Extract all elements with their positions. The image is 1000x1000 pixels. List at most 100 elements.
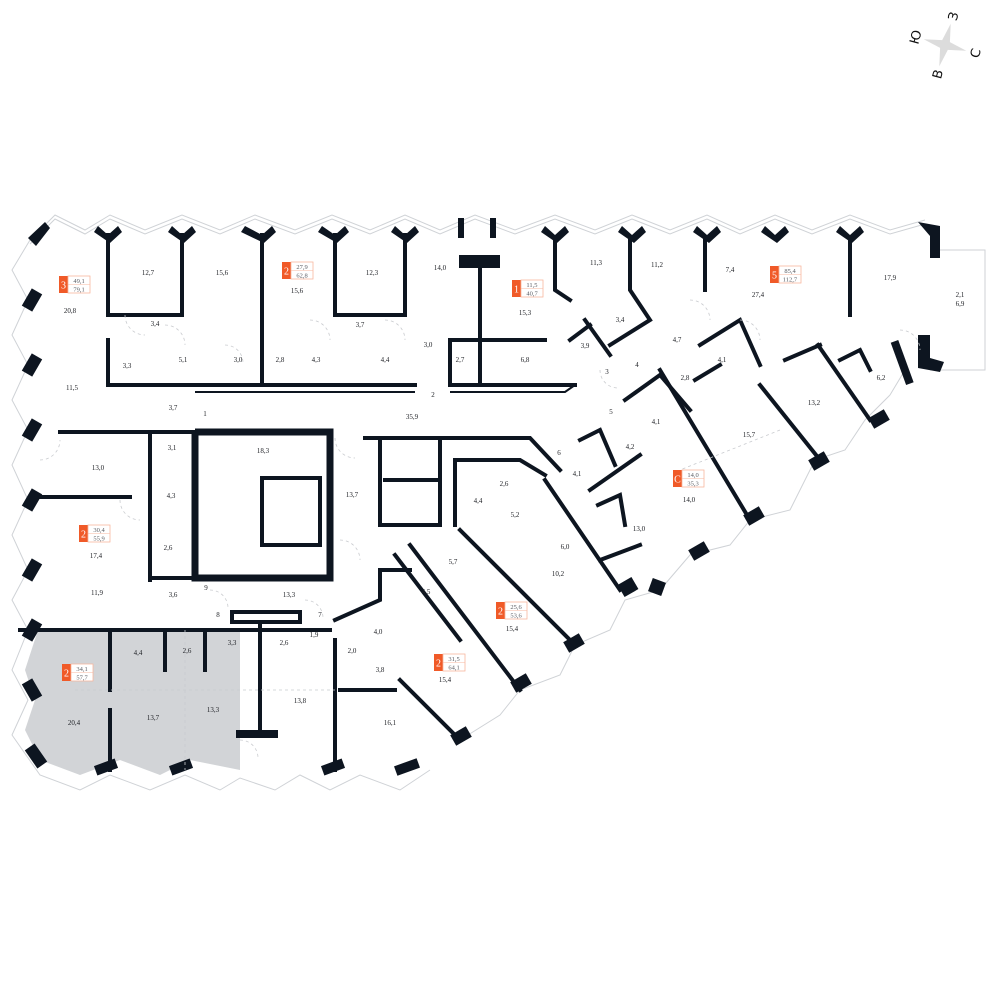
room-count-tag [282,262,291,279]
total-area: 64,1 [448,665,459,672]
compass-west: З [946,10,963,22]
room-area-label: 3 [605,368,609,376]
room-area-label: 4,0 [374,628,383,636]
room-area-label: 11,2 [651,261,663,269]
room-area-label: 3,1 [168,444,177,452]
room-count: 5 [772,271,777,282]
room-area-label: 18,3 [257,447,270,455]
room-area-label: 4,4 [381,356,390,364]
room-area-label: 2,6 [280,639,289,647]
room-count: 2 [498,607,503,618]
room-area-label: 2,8 [681,374,690,382]
room-area-label: 2,7 [456,356,465,364]
room-area-label: 3,6 [169,591,178,599]
room-area-label: 12,7 [142,269,155,277]
room-area-label: 10,2 [552,570,565,578]
room-area-label: 5 [609,408,613,416]
compass: Ю В З С [907,10,985,80]
room-area-label: 2,8 [276,356,285,364]
room-area-label: 3,7 [169,404,178,412]
room-area-label: 15,4 [439,676,452,684]
apartment-badge[interactable]: 2 25,6 53,6 [496,601,528,620]
room-area-label: 13,0 [633,525,646,533]
room-area-label: 15,3 [519,309,532,317]
room-count: 2 [436,659,441,670]
room-area-label: 16,1 [384,719,397,727]
room-area-label: 7,4 [726,266,735,274]
compass-north: С [968,47,985,60]
living-area: 11,5 [526,282,537,289]
room-area-label: 3,4 [151,320,160,328]
room-count: 2 [64,669,69,680]
room-area-label: 3,0 [234,356,243,364]
living-area: 27,9 [296,264,307,271]
room-area-label: 14,0 [683,496,696,504]
room-area-label: 8 [216,611,220,619]
room-area-label: 17,9 [884,274,897,282]
room-area-label: 15,6 [216,269,229,277]
room-area-label: 2,6 [164,544,173,552]
room-area-label: 6,9 [956,300,965,308]
door-swings [39,299,921,770]
room-area-label: 3,4 [616,316,625,324]
room-area-label: 5,7 [449,558,458,566]
room-count-tag [434,654,443,671]
living-area: 25,6 [510,604,522,611]
room-count-tag [59,276,68,293]
room-area-label: 3,8 [376,666,385,674]
room-area-label: 2,6 [183,647,192,655]
total-area: 55,9 [93,536,104,543]
room-area-label: 4,1 [573,470,582,478]
room-area-label: 20,4 [68,719,81,727]
room-area-label: 20,8 [64,307,77,315]
room-area-label: 6,8 [521,356,530,364]
room-area-label: 2,1 [956,291,965,299]
room-area-label: 27,4 [752,291,765,299]
room-area-label: 35,9 [406,413,419,421]
total-area: 53,6 [510,613,522,620]
room-area-label: 2,0 [348,647,357,655]
room-area-label: 3,9 [581,342,590,350]
room-area-label: 3,3 [123,362,132,370]
room-area-label: 12,3 [366,269,379,277]
room-area-label: 4,3 [167,492,176,500]
room-count: 1 [514,285,519,296]
room-area-label: 14,0 [434,264,447,272]
living-area: 49,1 [73,278,84,285]
living-area: 14,0 [687,472,698,479]
total-area: 79,1 [73,287,84,294]
room-area-label: 1,9 [310,631,319,639]
room-count-tag [512,280,521,297]
room-area-label: 17,4 [90,552,103,560]
selected-apartment-area[interactable] [25,630,240,775]
room-area-label: 4,7 [673,336,682,344]
room-area-label: 4,3 [312,356,321,364]
room-area-label: 15,7 [743,431,756,439]
room-count-tag [673,470,682,487]
room-count-tag [770,266,779,283]
room-area-label: 13,8 [294,697,307,705]
room-area-label: 13,7 [346,491,359,499]
room-area-label: 4 [635,361,639,369]
room-area-label: 3,0 [424,341,433,349]
room-area-label: 13,2 [808,399,821,407]
room-area-label: 11,3 [590,259,602,267]
room-area-label: 3,7 [356,321,365,329]
room-area-label: 15,4 [506,625,519,633]
room-area-label: 5,1 [179,356,188,364]
room-area-label: 3,3 [228,639,237,647]
room-area-label: 11,9 [91,589,103,597]
room-area-label: 9 [204,584,208,592]
room-area-label: 13,7 [147,714,160,722]
room-area-label: 1 [203,410,207,418]
